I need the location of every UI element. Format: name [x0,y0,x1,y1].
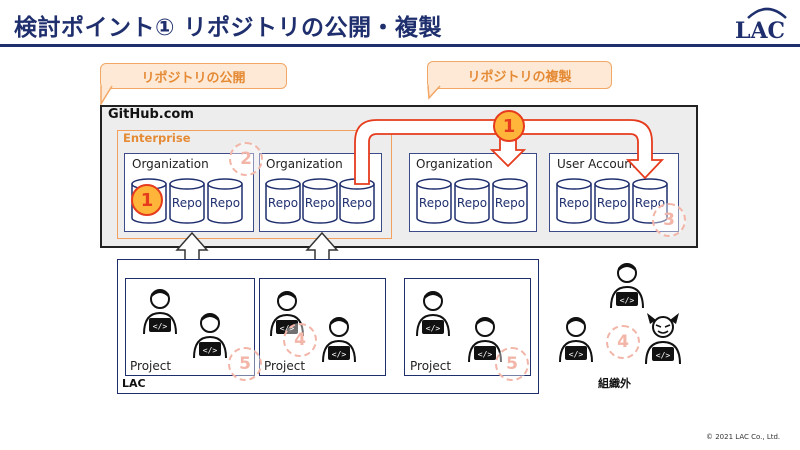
lac-label: LAC [122,377,146,390]
page-title: 検討ポイント① リポジトリの公開・複製 [14,15,442,41]
project-label-2: Project [264,359,306,373]
user-coder-icon: </> [468,317,502,363]
badge-1-top: 1 [493,110,525,142]
repository-icon [265,178,301,224]
repo-label: Repo [267,196,299,210]
svg-text:</>: </> [153,322,168,331]
github-label: GitHub.com [108,107,194,122]
badge-5-project-3: 5 [495,347,529,381]
clone-callout: リポジトリの複製 [427,61,612,89]
org-label-2: Organization [266,157,343,171]
user-coder-icon: </> [193,313,227,359]
user-coder-icon: </> [416,291,450,337]
svg-text:</>: </> [203,346,218,355]
org-label-3: Organization [416,157,493,171]
project-label-3: Project [410,359,452,373]
publish-callout: リポジトリの公開 [100,63,287,89]
badge-1-left: 1 [131,184,163,216]
repo-label: Repo [304,196,336,210]
repo-label: Repo [558,196,590,210]
devil-coder-icon: </> [645,313,681,365]
svg-text:</>: </> [569,350,584,359]
repository-icon [556,178,592,224]
enterprise-label: Enterprise [123,131,191,145]
badge-2: 2 [229,142,263,176]
repository-icon [207,178,243,224]
badge-5-project-1: 5 [228,347,262,381]
repo-label: Repo [456,196,488,210]
repo-label: Repo [418,196,450,210]
badge-3: 3 [652,203,686,237]
repo-label: Repo [596,196,628,210]
title-rule [0,44,800,47]
outside-org-label: 組織外 [598,377,631,390]
svg-text:</>: </> [620,296,635,305]
svg-text:</>: </> [426,324,441,333]
repository-icon [169,178,205,224]
lac-logo: LAC [735,18,786,44]
user-account-label: User Account [557,157,637,171]
repository-icon [416,178,452,224]
repository-icon [454,178,490,224]
repo-label: Repo [341,196,373,210]
repo-label: Repo [209,196,241,210]
svg-text:</>: </> [656,351,671,360]
lac-logo-icon [747,7,787,19]
badge-4-project-2: 4 [283,323,317,357]
user-coder-icon: </> [322,317,356,363]
clone-callout-pointer [427,85,441,100]
project-label-1: Project [130,359,172,373]
repository-icon [492,178,528,224]
user-coder-icon: </> [610,263,644,309]
repository-icon [302,178,338,224]
repo-label: Repo [171,196,203,210]
badge-4-outside: 4 [606,325,640,359]
repo-label: Repo [494,196,526,210]
svg-text:</>: </> [478,350,493,359]
enterprise-container [117,130,392,239]
copyright: © 2021 LAC Co., Ltd. [706,433,781,441]
user-coder-icon: </> [143,289,177,335]
publish-callout-pointer [100,85,113,107]
user-coder-icon: </> [559,317,593,363]
org-label-1: Organization [132,157,209,171]
repository-icon [594,178,630,224]
svg-text:</>: </> [332,350,347,359]
